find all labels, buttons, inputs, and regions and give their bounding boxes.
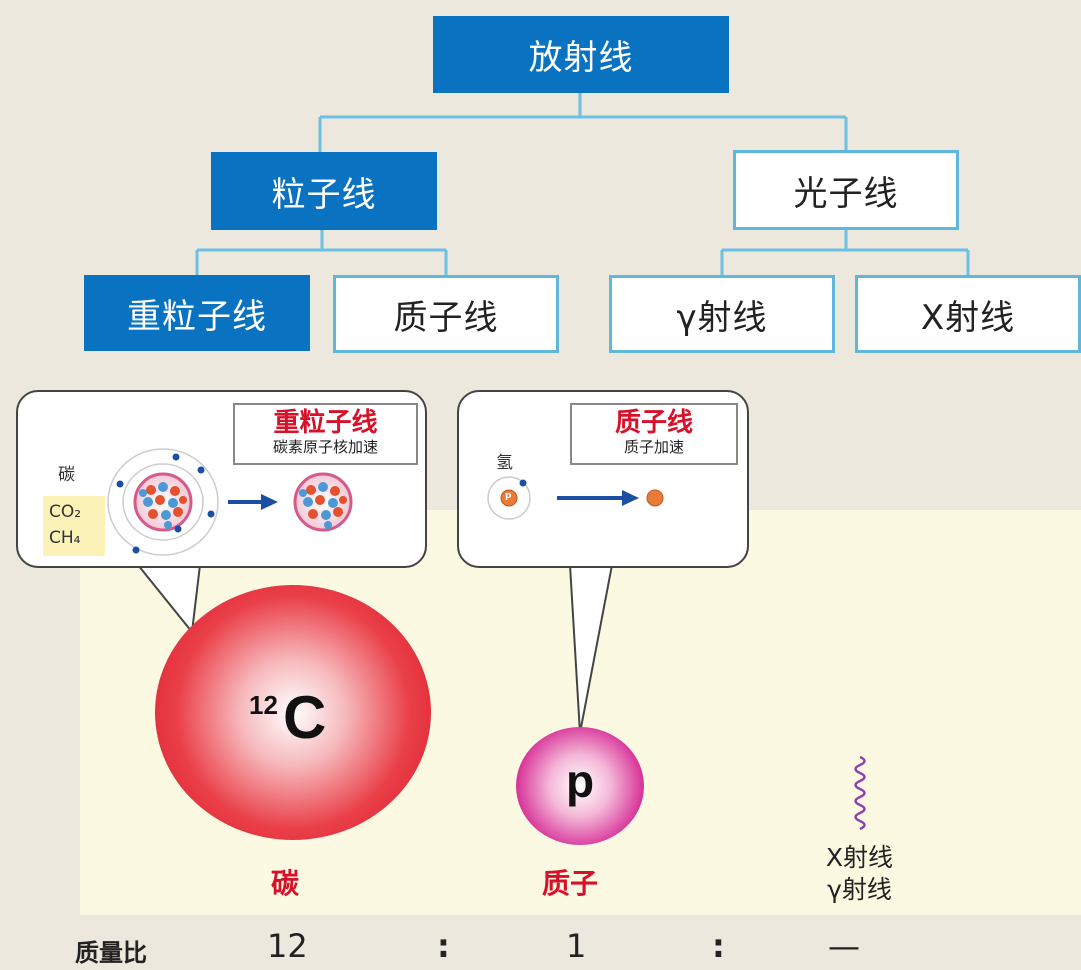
tree-connectors <box>195 93 970 275</box>
heavy-ion-bubble: 重粒子线 碳素原子核加速 碳 CO₂ CH₄ <box>16 390 427 568</box>
node-heavy-ion: 重粒子线 <box>84 275 310 351</box>
node-x-ray: X射线 <box>855 275 1081 353</box>
photon-labels: X射线 γ射线 <box>812 842 907 906</box>
node-proton-beam-label: 质子线 <box>393 297 499 338</box>
node-photon-beam-label: 光子线 <box>793 173 899 214</box>
proton-bubble-title: 质子线 <box>614 408 693 438</box>
mass-ratio-separator-2: : <box>712 927 725 965</box>
carbon-ion-ball <box>155 585 431 840</box>
proton-ball <box>516 727 644 845</box>
ch4-label: CH₄ <box>49 528 81 548</box>
heavy-ion-title: 重粒子线 <box>273 408 378 438</box>
mass-ratio-proton: 1 <box>566 927 587 965</box>
photon-wave-icon <box>854 755 866 831</box>
proton-bubble-subtitle: 质子加速 <box>623 438 684 456</box>
carbon-symbol: C <box>283 684 327 751</box>
carbon-atom-illustration <box>107 448 353 556</box>
carbon-element-label: 碳 <box>58 465 75 485</box>
proton-bubble: 质子线 质子加速 氢 p <box>457 390 749 568</box>
photon-xray-label: X射线 <box>825 843 894 872</box>
carbon-mass-number: 12 <box>249 690 278 720</box>
hydrogen-atom-illustration <box>487 476 664 520</box>
node-proton-beam: 质子线 <box>333 275 559 353</box>
node-radiation-label: 放射线 <box>528 38 634 78</box>
proton-label: 质子 <box>542 867 599 900</box>
hydrogen-element-label: 氢 <box>496 453 513 473</box>
proton-symbol: p <box>566 755 595 807</box>
mass-ratio-photon: — <box>828 927 860 965</box>
heavy-ion-label-box: 重粒子线 碳素原子核加速 <box>233 403 418 465</box>
proton-label-box: 质子线 质子加速 <box>570 403 738 465</box>
node-gamma-ray-label: γ射线 <box>676 297 768 338</box>
node-heavy-ion-label: 重粒子线 <box>127 296 267 337</box>
node-particle-beam-label: 粒子线 <box>271 174 377 215</box>
mass-ratio-carbon: 12 <box>267 927 308 965</box>
co2-label: CO₂ <box>49 502 82 522</box>
photon-gamma-label: γ射线 <box>827 875 892 904</box>
hydrogen-proton-symbol: p <box>505 491 512 501</box>
node-photon-beam: 光子线 <box>733 150 959 230</box>
node-x-ray-label: X射线 <box>920 297 1016 338</box>
node-radiation: 放射线 <box>433 16 729 93</box>
heavy-ion-subtitle: 碳素原子核加速 <box>272 438 378 456</box>
mass-ratio-separator-1: : <box>437 927 450 965</box>
gas-label-box: CO₂ CH₄ <box>43 496 105 556</box>
node-particle-beam: 粒子线 <box>211 152 437 230</box>
node-gamma-ray: γ射线 <box>609 275 835 353</box>
mass-ratio-title: 质量比 <box>75 939 147 967</box>
carbon-label: 碳 <box>271 867 300 900</box>
